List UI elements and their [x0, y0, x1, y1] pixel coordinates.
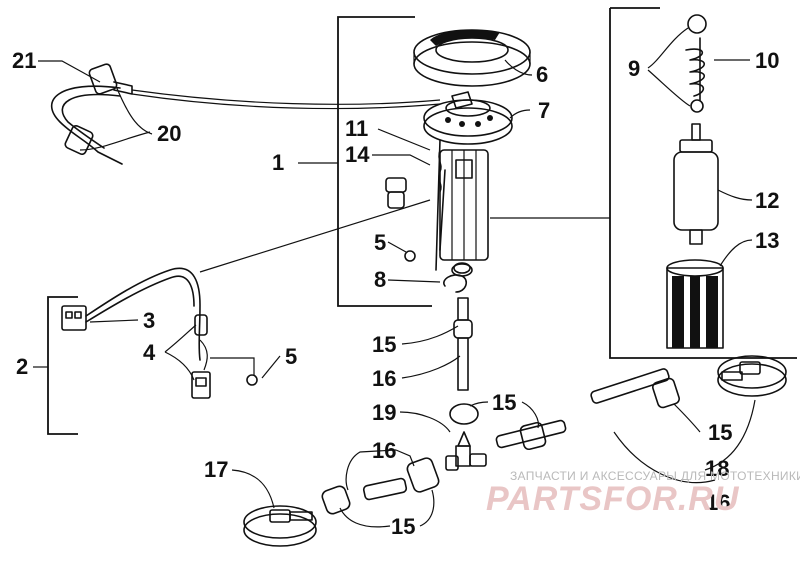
- fuel-pickup-left: [243, 505, 317, 547]
- fuel-hose: [50, 63, 441, 165]
- callout-15-c: 15: [708, 420, 732, 445]
- callout-10: 10: [755, 48, 779, 73]
- vertical-tube: [449, 297, 479, 425]
- callout-labels: 21 20 6 7 11 14 1 5 8 9 10 12 13 3 4 2 5…: [12, 48, 779, 539]
- callout-16-b: 16: [372, 438, 396, 463]
- callout-7: 7: [538, 98, 550, 123]
- callout-3: 3: [143, 308, 155, 333]
- callout-18: 18: [705, 456, 729, 481]
- callout-13: 13: [755, 228, 779, 253]
- right-tube: [495, 368, 716, 484]
- callout-9: 9: [628, 56, 640, 81]
- callout-16-a: 16: [372, 366, 396, 391]
- callout-6: 6: [536, 62, 548, 87]
- lock-ring: [413, 29, 531, 87]
- callout-20: 20: [157, 121, 181, 146]
- tee-connector: [445, 431, 487, 471]
- grommet: [385, 177, 407, 209]
- callout-5-lower: 5: [285, 344, 297, 369]
- pump-filter: [666, 259, 724, 349]
- callout-21: 21: [12, 48, 36, 73]
- clip: [443, 262, 471, 293]
- watermark-brand: PARTSFOR.RU: [486, 480, 740, 518]
- callout-15-a: 15: [372, 332, 396, 357]
- fuel-pump: [673, 123, 719, 245]
- callout-4: 4: [143, 340, 156, 365]
- pump-flange: [423, 91, 513, 145]
- screw-a: [404, 250, 416, 262]
- fuel-pickup-right: [717, 355, 787, 397]
- assembly-bracket-2: [47, 296, 78, 435]
- callout-14: 14: [345, 142, 370, 167]
- callout-2: 2: [16, 354, 28, 379]
- left-tube: [321, 457, 440, 515]
- callout-15-b: 15: [492, 390, 516, 415]
- callout-17: 17: [204, 457, 228, 482]
- wiring-harness: [61, 199, 431, 399]
- callout-8: 8: [374, 267, 386, 292]
- watermark: ЗАПЧАСТИ И АКСЕССУАРЫ ДЛЯ МОТОТЕХНИКИ PA…: [486, 469, 800, 518]
- screw-b: [246, 374, 258, 386]
- callout-16-c: 16: [706, 490, 730, 515]
- assembly-bracket-1: [337, 16, 432, 307]
- hose-spring: [685, 37, 706, 113]
- callout-19: 19: [372, 400, 396, 425]
- callout-15-d: 15: [391, 514, 415, 539]
- callout-11: 11: [345, 116, 368, 141]
- watermark-tagline: ЗАПЧАСТИ И АКСЕССУАРЫ ДЛЯ МОТОТЕХНИКИ: [510, 469, 800, 483]
- callout-1: 1: [272, 150, 284, 175]
- leader-lines: [38, 27, 756, 528]
- callout-12: 12: [755, 188, 779, 213]
- pump-module-body: [435, 139, 489, 277]
- pump-cap: [687, 14, 707, 34]
- callout-5-upper: 5: [374, 230, 386, 255]
